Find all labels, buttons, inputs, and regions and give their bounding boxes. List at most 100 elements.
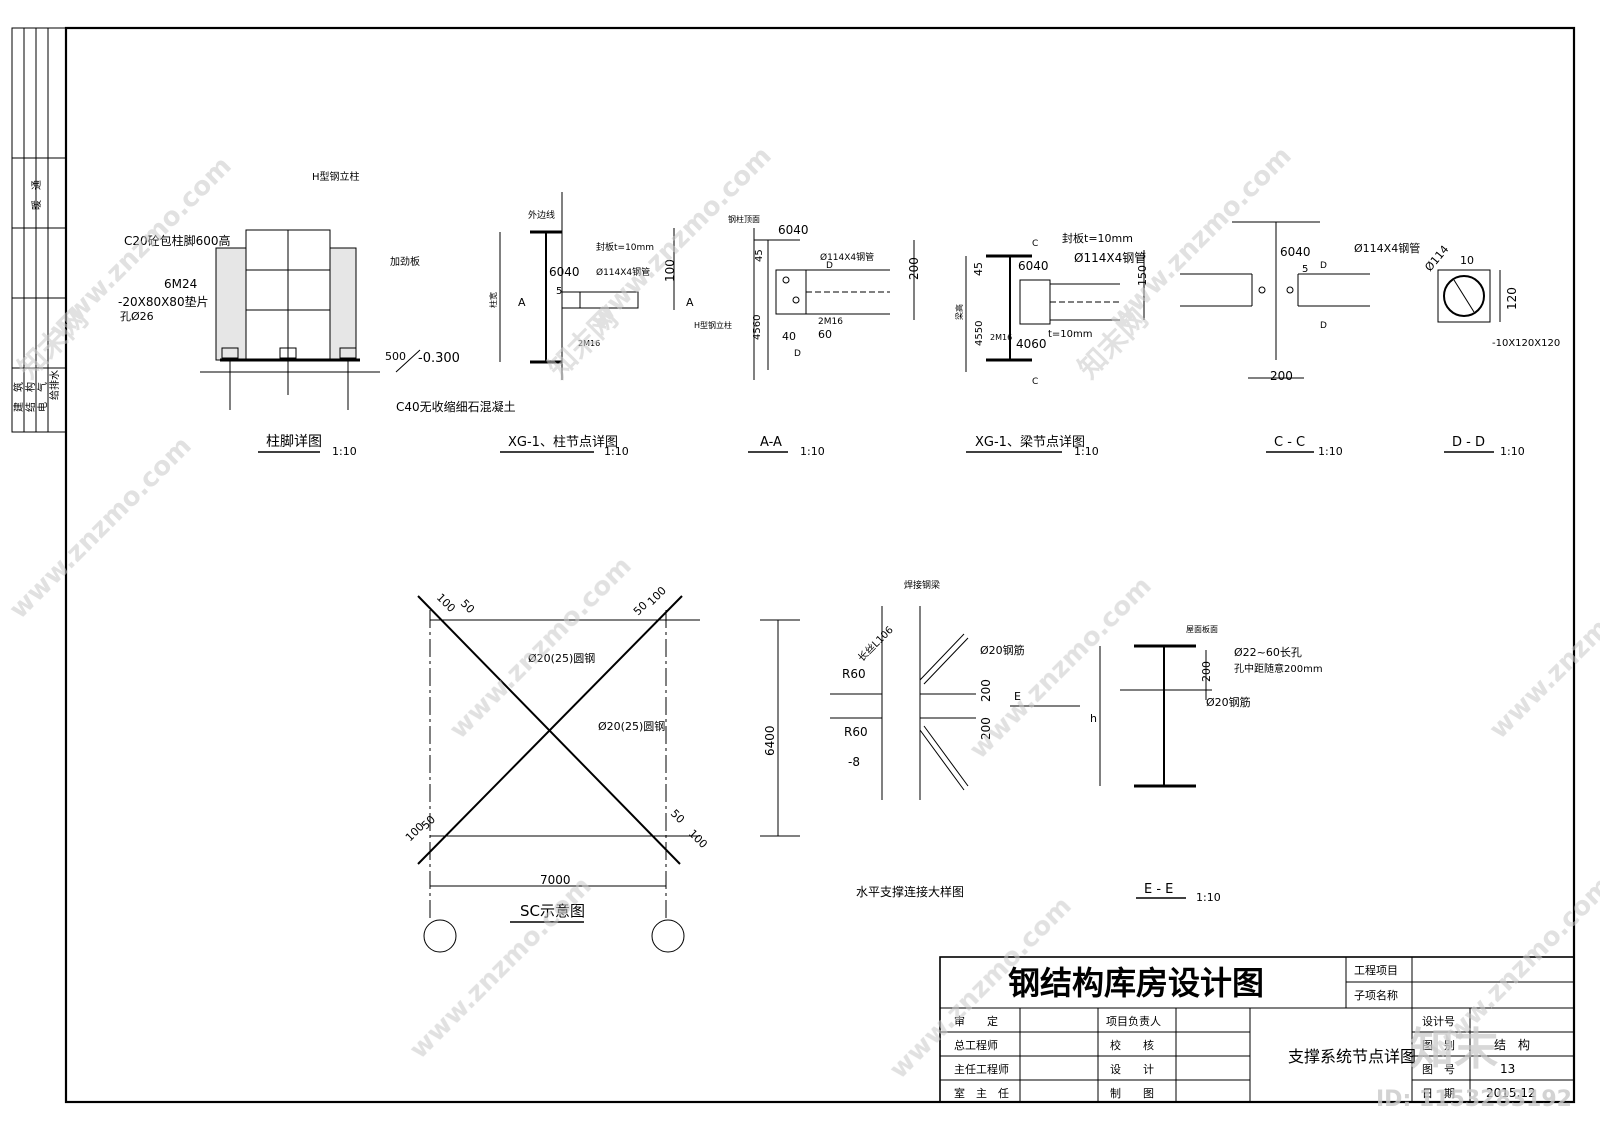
sc-label-100a: 100 [434,591,458,615]
dd-label-120: 120 [1505,287,1519,310]
cc-scale: 1:10 [1318,445,1343,458]
hb-label-e: E [1014,690,1021,703]
sc-label-6400: 6400 [763,725,777,756]
dd-label-plate: -10X120X120 [1492,338,1560,349]
aa-label-2m16: 2M16 [818,317,843,327]
xg1beam-label-plate: 封板t=10mm [1062,231,1133,245]
drawing-frame [64,26,1576,1104]
section-dd [1437,269,1501,323]
margin-label-plumb: 给排水 [48,370,61,400]
margin-label-struct: 结 构 [24,382,37,412]
tb-sheet-no-label: 图 号 [1422,1063,1455,1076]
tb-role-draw: 制 图 [1110,1087,1154,1100]
xg1beam-title: XG-1、梁节点详图 [975,435,1085,450]
dd-label-10: 10 [1460,254,1474,267]
xg1-column-node [499,192,675,380]
sc-label-rod1: Ø20(25)圆钢 [528,652,595,665]
aa-label-d1: D [826,261,833,271]
watermark-6: www.znzmo.com [964,571,1158,765]
watermark-8: www.znzmo.com [404,871,598,1065]
aa-label-top: 钢柱顶面 [728,214,760,224]
dd-label-114: Ø114 [1422,243,1451,274]
colbase-label-c40: C40无收缩细石混凝土 [396,399,516,414]
xg1col-label-a2: A [686,296,694,309]
xg1col-label-a1: A [518,296,526,309]
tb-date-value: 2015.12 [1486,1086,1536,1100]
xg1col-label-2m16: 2M16 [578,339,600,348]
margin-label-hvac: 暖 通 [30,180,43,210]
xg1beam-label-45: 45 [972,262,985,276]
cc-label-d2: D [1320,321,1327,331]
hb-label-beam: 焊接钢梁 [904,579,940,591]
xg1beam-label-c1: C [1032,239,1038,249]
sc-title: SC示意图 [520,902,585,920]
sc-label-7000: 7000 [540,873,571,887]
watermark-id: ID: 1153283192 [1376,1087,1572,1112]
xg1col-label-width: 柱宽 [488,292,498,308]
ee-title: E - E [1144,882,1173,897]
sc-label-rod2: Ø20(25)圆钢 [598,720,665,733]
ee-label-rebar: Ø20钢筋 [1206,695,1251,709]
hb-label-200a: 200 [979,679,993,702]
sc-bracing-diagram [417,595,800,953]
sheet-title: 支撑系统节点详图 [1288,1047,1416,1066]
hb-label-rebar: Ø20钢筋 [980,643,1025,657]
sc-label-100b: 100 [645,584,669,608]
margin-signoff-strip: 建 筑 结 构 电 气 给排水 暖 通 [11,27,67,433]
hb-label-r60b: R60 [844,725,868,739]
watermark-logo: 知末 [1410,1024,1498,1075]
sc-label-50a: 50 [458,597,477,616]
xg1beam-scale: 1:10 [1074,445,1099,458]
sc-label-100d: 100 [686,827,710,851]
xg1beam-label-4060: 4060 [1016,337,1047,351]
ee-label-roof: 屋面板面 [1186,624,1218,634]
xg1col-label-outer: 外边线 [528,209,555,221]
xg1beam-label-6040: 6040 [1018,259,1049,273]
xg1beam-label-4550: 4550 [974,321,985,346]
margin-label-elec: 电 气 [36,382,49,412]
xg1-beam-node [965,250,1145,372]
tb-role-pm: 项目负责人 [1106,1014,1161,1028]
cc-label-6040: 6040 [1280,245,1311,259]
colbase-label-c20: C20砼包柱脚600高 [124,233,231,248]
watermark-4: www.znzmo.com [4,431,198,625]
watermark-brand-2: 知末网 [542,302,625,385]
colbase-label-elev: -0.300 [418,351,460,366]
tb-category-value: 结 构 [1494,1037,1530,1052]
tb-role-design: 设 计 [1110,1063,1154,1076]
xg1col-label-pipe: Ø114X4钢管 [596,266,650,278]
xg1beam-label-pipe: Ø114X4钢管 [1074,250,1146,265]
tb-role-approve: 审 定 [954,1014,998,1028]
dd-title: D - D [1452,435,1485,450]
aa-label-pipe: Ø114X4钢管 [820,251,874,263]
hb-label-r60a: R60 [842,667,866,681]
ee-label-200: 200 [1200,661,1213,682]
xg1col-scale: 1:10 [604,445,629,458]
hb-label-8: -8 [848,755,860,769]
hb-label-thread: 长丝L106 [856,624,896,664]
colbase-scale: 1:10 [332,445,357,458]
watermark-5: www.znzmo.com [444,551,638,745]
margin-label-arch: 建 筑 [12,382,25,412]
drawing-title: 钢结构库房设计图 [1008,964,1264,1002]
colbase-label-washer: -20X80X80垫片 [118,294,209,309]
ee-label-h: h [1090,712,1097,725]
colbase-label-stiffener: 加劲板 [390,255,420,268]
cc-label-d1: D [1320,261,1327,271]
xg1beam-label-2m16: 2M16 [990,333,1012,342]
watermark-7: www.znzmo.com [1484,551,1600,745]
watermark-2: www.znzmo.com [584,141,778,335]
aa-label-45: 45 [754,249,765,262]
cc-label-pipe: Ø114X4钢管 [1354,241,1420,255]
aa-label-6040: 6040 [778,223,809,237]
cc-label-200: 200 [1270,369,1293,383]
section-ee [1099,644,1212,788]
tb-role-director: 主任工程师 [954,1063,1009,1076]
cc-title: C - C [1274,435,1305,450]
horizontal-brace-detail [830,606,1080,800]
colbase-label-hcolumn: H型钢立柱 [312,170,360,183]
section-cc [1180,221,1370,379]
xg1beam-label-150: 150 [1136,265,1149,286]
aa-label-hcolumn: H型钢立柱 [694,320,732,330]
tb-sheet-no-value: 13 [1500,1062,1515,1076]
